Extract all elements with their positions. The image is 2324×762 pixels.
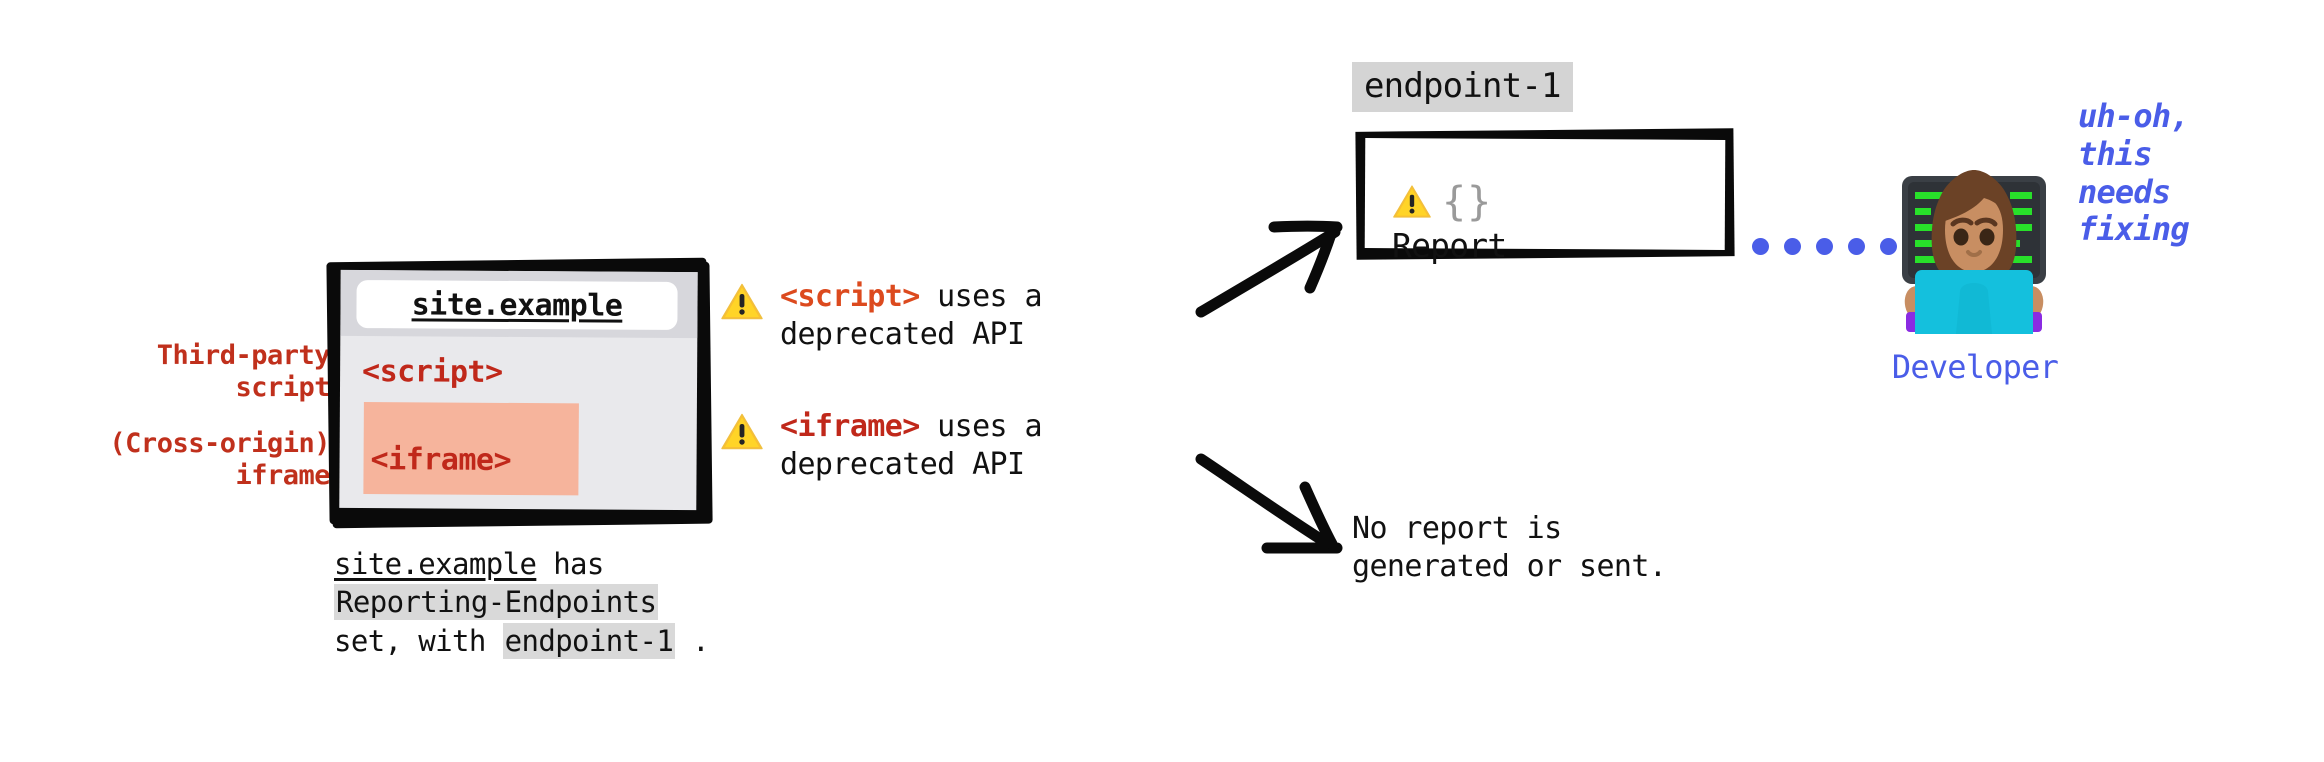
annotation-line: iframe (235, 459, 330, 491)
connector-dot (1784, 238, 1801, 255)
connector-dot (1848, 238, 1865, 255)
page-iframe-tag: <iframe> (370, 442, 512, 478)
caption-has: has (536, 547, 604, 581)
url-text: site.example (411, 286, 623, 324)
browser-caption: site.example has Reporting-Endpoints set… (334, 545, 894, 660)
warning-triangle-icon (720, 280, 764, 324)
connector-dot (1816, 238, 1833, 255)
url-bar[interactable]: site.example (356, 280, 678, 330)
left-annotations: Third-party script (Cross-origin) iframe (60, 340, 330, 491)
warning-tag-iframe: <iframe> (780, 409, 920, 444)
warning-row-script: <script> uses a deprecated API (720, 278, 1043, 354)
warning-triangle-icon (720, 410, 764, 454)
warning-line2-script: deprecated API (780, 316, 1025, 352)
warning-tag-script: <script> (780, 279, 920, 314)
endpoint-badge: endpoint-1 (1352, 62, 1573, 112)
browser-viewport: site.example <script> <iframe> (339, 269, 698, 511)
report-icon-row: {} (1392, 182, 1506, 222)
arrow-to-endpoint-icon (1195, 200, 1355, 324)
annotation-line: (Cross-origin) (109, 427, 330, 459)
arrow-to-no-report-icon (1195, 445, 1355, 569)
warning-triangle-icon (1392, 182, 1432, 222)
annotation-line: script (235, 371, 330, 403)
caption-period: . (675, 623, 709, 658)
annotation-line: Third-party (156, 340, 331, 371)
caption-endpoint-name: endpoint-1 (502, 622, 676, 659)
warning-text-iframe: <iframe> uses a deprecated API (780, 408, 1043, 484)
no-report-text: No report is generated or sent. (1352, 511, 1667, 585)
woman-technologist-emoji (1888, 152, 2060, 334)
annotation-third-party-script: Third-party script (60, 340, 331, 404)
connector-dot (1752, 238, 1769, 255)
page-script-tag: <script> (362, 354, 503, 390)
warning-rest-iframe: uses a (919, 409, 1042, 444)
warning-line2-iframe: deprecated API (780, 446, 1025, 482)
developer-label: Developer (1891, 348, 2059, 386)
caption-set-with: set, with (334, 623, 503, 658)
warning-text-script: <script> uses a deprecated API (780, 278, 1043, 354)
caption-line-1: site.example has (334, 545, 894, 583)
report-label: Report (1392, 226, 1507, 265)
developer-quote: uh-oh, this needs fixing (2078, 97, 2190, 249)
connector-dot (1880, 238, 1897, 255)
curly-braces-icon: {} (1442, 179, 1493, 225)
iframe-highlight-box: <iframe> (363, 402, 579, 496)
report-box: {} Report (1355, 128, 1735, 265)
caption-line-3: set, with endpoint-1 . (334, 622, 894, 660)
caption-header-name: Reporting-Endpoints (334, 584, 659, 621)
caption-site-name: site.example (334, 547, 537, 581)
browser-window: site.example <script> <iframe> (326, 257, 710, 525)
annotation-cross-origin-iframe: (Cross-origin) iframe (60, 428, 330, 492)
browser-chrome-bar: site.example (340, 269, 698, 339)
browser-page-body: <script> <iframe> (339, 336, 697, 510)
warning-row-iframe: <iframe> uses a deprecated API (720, 408, 1043, 484)
warning-rest-script: uses a (919, 279, 1042, 314)
report-content: {} Report (1392, 182, 1507, 265)
caption-line-2: Reporting-Endpoints (334, 583, 894, 621)
